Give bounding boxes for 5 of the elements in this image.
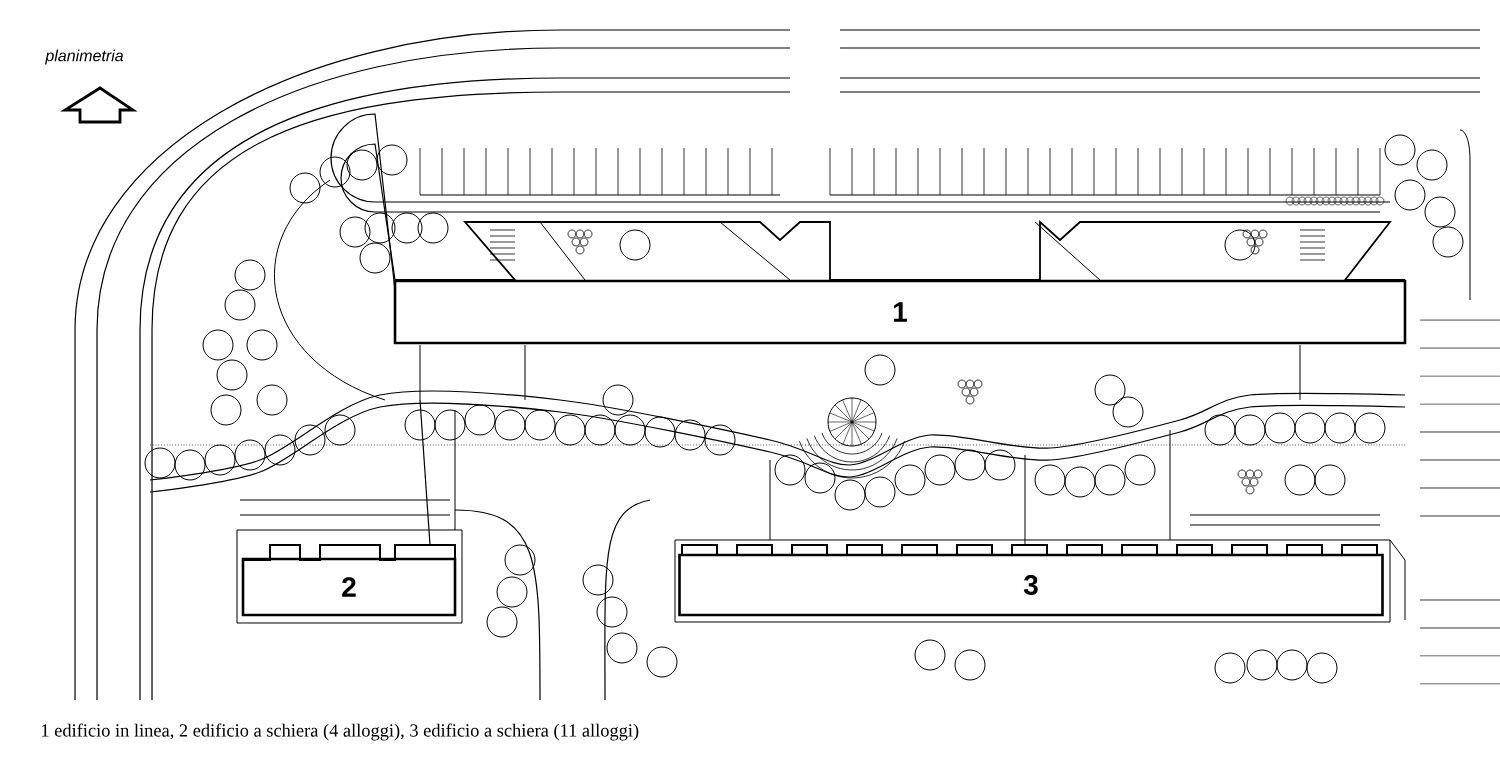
building-footprint: 2 xyxy=(241,557,457,617)
caption: 1 edificio in linea, 2 edificio a schiera (4 alloggi), 3 edificio a schiera (11 alloggi) xyxy=(42,723,639,741)
building-footprint: 3 xyxy=(678,553,1384,617)
building-footprint: 1 xyxy=(393,279,1407,345)
heading: planimetria xyxy=(45,49,124,65)
